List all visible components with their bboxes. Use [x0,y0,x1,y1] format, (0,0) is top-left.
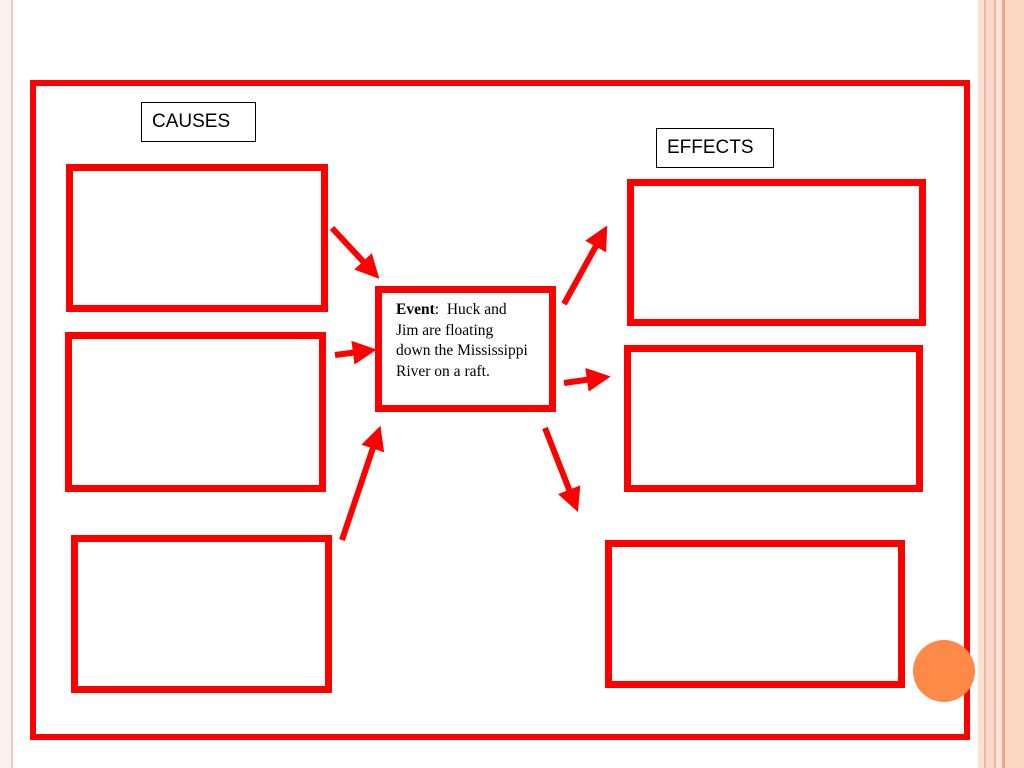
slide-left-edge-line [11,0,13,768]
decor-circle [913,640,975,702]
cause2-to-event-arrow [334,340,377,365]
causes-label: CAUSES [141,102,256,142]
event-title: Event [396,301,435,318]
effect-box-2[interactable] [624,345,923,492]
slide-left-edge [0,0,12,768]
cause-box-3[interactable] [71,535,332,693]
event-text: Event: Huck and Jim are floating down th… [396,300,531,382]
event-to-effect3-arrow [542,426,581,513]
effect-box-1[interactable] [627,179,926,326]
decor-stripe [978,0,984,768]
cause-box-1[interactable] [66,164,328,312]
event-to-effect2-arrow [563,367,611,392]
event-separator: : [434,301,440,318]
event-to-effect1-arrow [561,225,608,306]
decor-stripe [1002,0,1005,768]
effects-label: EFFECTS [656,128,774,168]
decor-stripe [994,0,996,768]
decor-stripe [984,0,986,768]
cause1-to-event-arrow [329,225,380,279]
decor-stripe [996,0,1002,768]
event-box[interactable] [375,286,556,412]
cause-box-2[interactable] [65,332,326,492]
event-description: Huck and Jim are floating down the Missi… [396,301,528,380]
cause3-to-event-arrow [339,425,385,541]
effect-box-3[interactable] [605,540,905,688]
decor-stripe [986,0,994,768]
decor-stripe [1005,0,1024,768]
diagram-frame [30,80,970,740]
